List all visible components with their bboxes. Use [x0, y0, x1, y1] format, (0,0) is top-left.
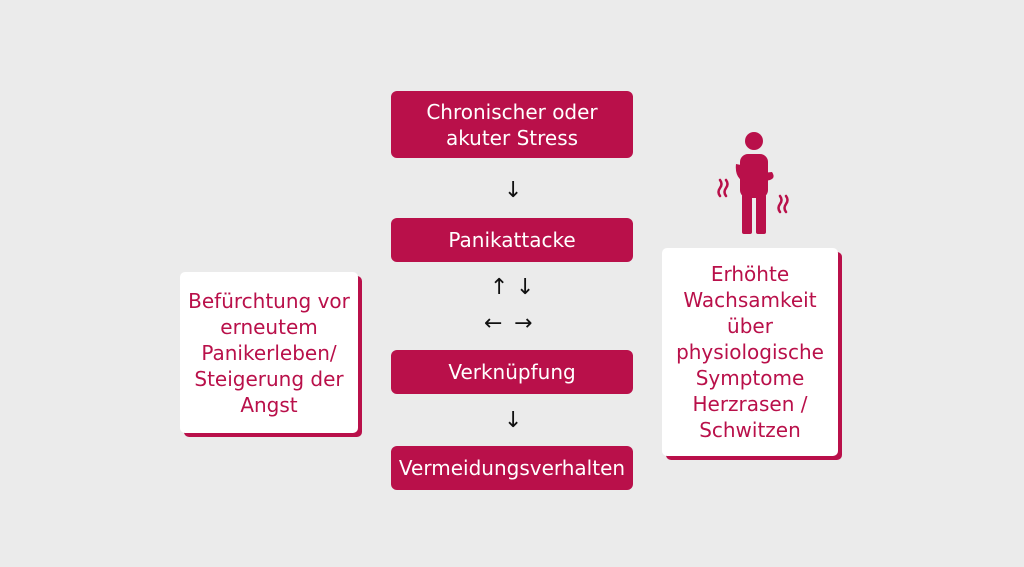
panic-label: Panikattacke: [448, 228, 576, 252]
stress-box: Chronischer oder akuter Stress: [391, 91, 633, 158]
arrow-down-1: ↓: [504, 178, 523, 203]
fear-box: Befürchtung vor erneutem Panikerleben/ S…: [180, 272, 358, 433]
arrow-down-3: ↓: [504, 408, 523, 433]
stress-label: Chronischer oder akuter Stress: [426, 99, 598, 150]
arrow-up: ↑: [490, 275, 509, 300]
arrow-left: ←: [484, 311, 503, 336]
fear-label: Befürchtung vor erneutem Panikerleben/ S…: [188, 288, 350, 417]
person-in-distress-icon: [717, 132, 789, 234]
arrow-down-2: ↓: [516, 275, 535, 300]
panic-box: Panikattacke: [391, 218, 633, 262]
avoid-label: Vermeidungsverhalten: [398, 456, 626, 480]
avoid-box: Vermeidungsverhalten: [391, 446, 633, 490]
link-label: Verknüpfung: [448, 360, 576, 384]
vigilance-box: Erhöhte Wachsamkeit über physiologische …: [662, 248, 838, 456]
link-box: Verknüpfung: [391, 350, 633, 394]
arrow-right: →: [514, 311, 533, 336]
vigilance-label: Erhöhte Wachsamkeit über physiologische …: [676, 262, 824, 442]
